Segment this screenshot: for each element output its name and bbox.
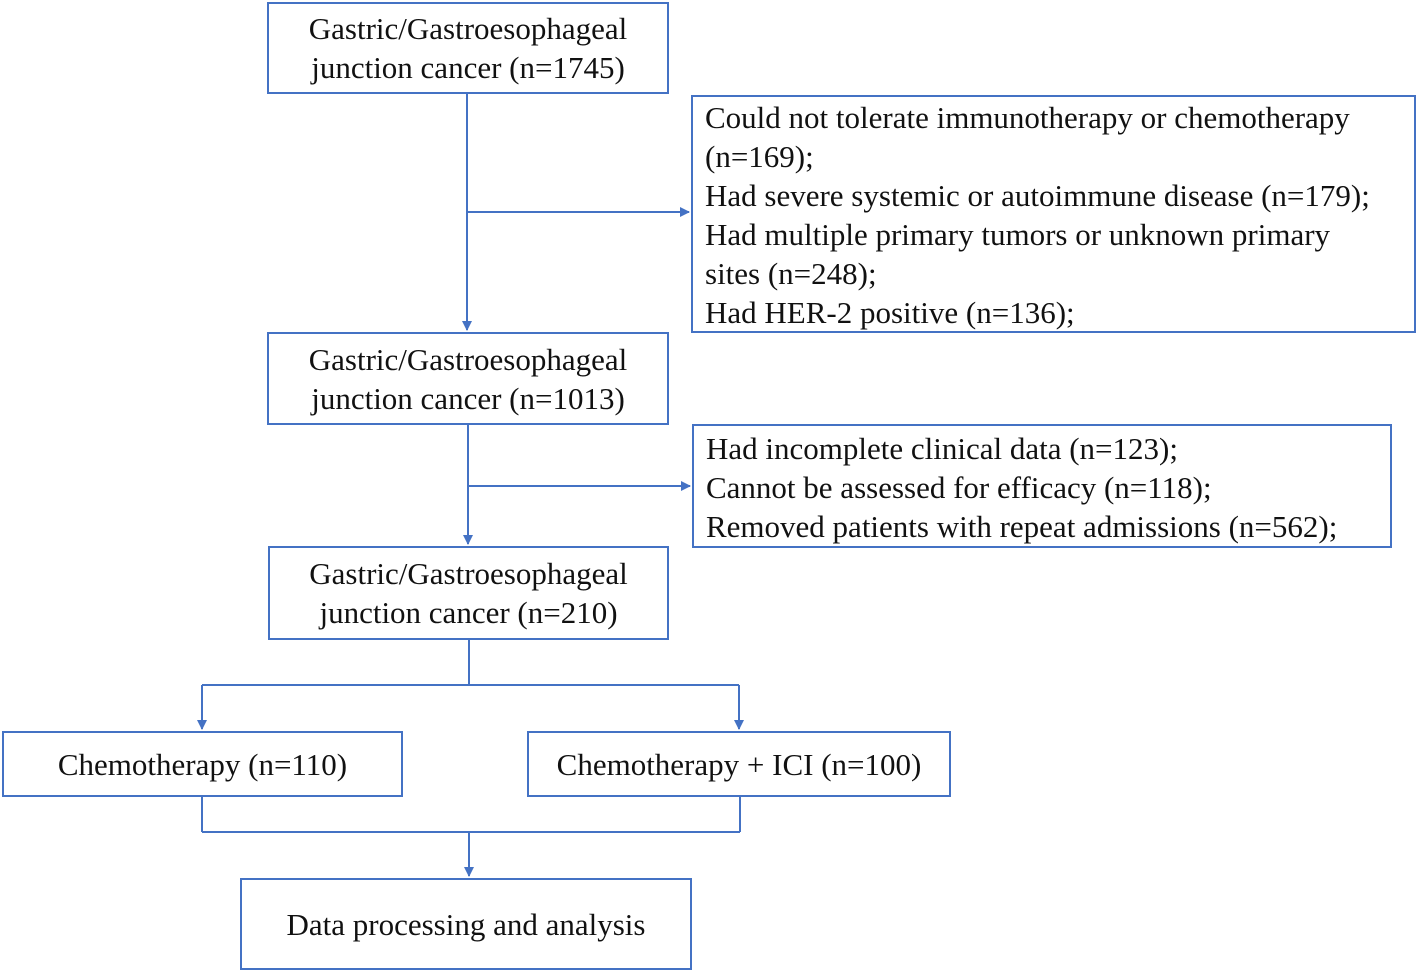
final-box: Data processing and analysis xyxy=(240,878,692,970)
stage2-line-2: junction cancer (n=1013) xyxy=(311,380,625,416)
exclusion2-line-1: Had incomplete clinical data (n=123); xyxy=(706,431,1178,466)
stage2-line-1: Gastric/Gastroesophageal xyxy=(308,341,628,377)
exclusion1-line-2: (n=169); xyxy=(705,139,814,174)
stage1-line-1: Gastric/Gastroesophageal xyxy=(308,11,628,46)
exclusion1-line-5: sites (n=248); xyxy=(705,256,877,291)
stage1-line-2: junction cancer (n=1745) xyxy=(311,50,625,85)
final-label: Data processing and analysis xyxy=(286,906,646,942)
stage3-box: Gastric/Gastroesophageal junction cancer… xyxy=(268,546,669,640)
exclusion1-line-1: Could not tolerate immunotherapy or chem… xyxy=(705,100,1350,135)
exclusion1-line-4: Had multiple primary tumors or unknown p… xyxy=(705,217,1331,252)
exclusion1-line-6: Had HER-2 positive (n=136); xyxy=(705,295,1075,330)
group-chemotherapy-ici-label: Chemotherapy + ICI (n=100) xyxy=(556,746,922,782)
exclusion2-box: Had incomplete clinical data (n=123); Ca… xyxy=(692,424,1392,548)
group-chemotherapy-box: Chemotherapy (n=110) xyxy=(2,731,403,797)
exclusion2-line-2: Cannot be assessed for efficacy (n=118); xyxy=(706,470,1212,505)
exclusion2-line-3: Removed patients with repeat admissions … xyxy=(706,509,1338,544)
exclusion1-line-3: Had severe systemic or autoimmune diseas… xyxy=(705,178,1370,213)
exclusion1-box: Could not tolerate immunotherapy or chem… xyxy=(691,95,1416,333)
group-chemotherapy-ici-box: Chemotherapy + ICI (n=100) xyxy=(527,731,951,797)
stage3-line-2: junction cancer (n=210) xyxy=(319,595,618,630)
stage2-box: Gastric/Gastroesophageal junction cancer… xyxy=(267,332,669,425)
stage3-line-1: Gastric/Gastroesophageal xyxy=(309,556,628,591)
group-chemotherapy-label: Chemotherapy (n=110) xyxy=(57,746,348,782)
stage1-box: Gastric/Gastroesophageal junction cancer… xyxy=(267,2,669,94)
